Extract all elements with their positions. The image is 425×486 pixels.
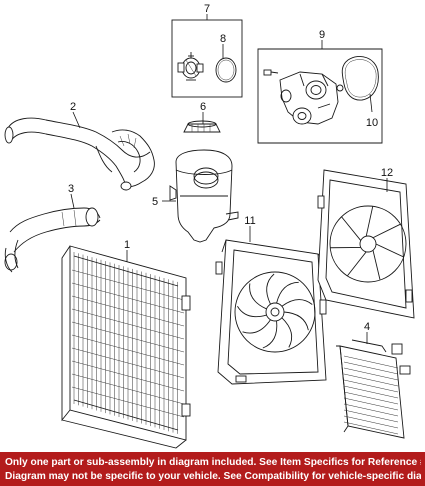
fan: [234, 271, 316, 353]
radiator-fin-row: [71, 321, 185, 353]
fan-blade: [262, 320, 278, 349]
fan-blade: [242, 319, 271, 334]
thermostat-group: [171, 14, 243, 98]
callout-5: 5: [152, 196, 158, 208]
aux-cooler-fin: [343, 421, 399, 435]
aux-cooler-fin: [343, 361, 399, 375]
o-ring-8: [215, 57, 237, 83]
radiator-fin-row: [71, 282, 185, 314]
callout-6: 6: [200, 101, 206, 113]
disclaimer-line-2: Diagram may not be specific to your vehi…: [5, 471, 421, 482]
fan-shroud: [215, 226, 327, 385]
shroud-spoke: [346, 251, 367, 277]
fan-blade: [249, 283, 267, 310]
radiator-fin-row: [71, 269, 185, 301]
parts-diagram: 7 8 9 10 2 6 3 5 12 11 1 4: [4, 3, 415, 449]
callout-3: 3: [68, 183, 74, 195]
radiator-fin-row: [71, 308, 185, 340]
fan-blade: [281, 317, 293, 348]
aux-cooler-fin: [343, 403, 399, 417]
gasket-10: [341, 56, 379, 101]
aux-cooler-fin: [343, 355, 399, 369]
aux-cooler-fin: [343, 385, 399, 399]
shroud-spoke: [372, 250, 381, 281]
radiator-fin-row: [71, 386, 185, 418]
fan-blade: [276, 281, 299, 304]
aux-cooler-fin: [343, 391, 399, 405]
fan-blade: [237, 306, 267, 318]
expansion-tank: [162, 149, 239, 243]
callout-4: 4: [364, 321, 370, 333]
thermostat: [177, 52, 204, 81]
radiator-fin-row: [71, 334, 185, 366]
disclaimer-line-1: Only one part or sub-assembly in diagram…: [5, 457, 421, 468]
thermostat-box: [171, 19, 243, 98]
radiator-fin-row: [71, 360, 185, 392]
aux-cooler-fin: [343, 415, 399, 429]
water-pump-box: [257, 48, 383, 144]
shroud-spoke: [375, 243, 404, 258]
radiator-fin-row: [71, 295, 185, 327]
shroud-spoke: [341, 216, 362, 241]
auxiliary-cooler: [336, 332, 411, 439]
callout-8: 8: [220, 33, 226, 45]
callout-9: 9: [319, 29, 325, 41]
callout-1: 1: [124, 239, 130, 251]
bolt: [263, 69, 279, 76]
callout-2: 2: [70, 101, 76, 113]
callout-12: 12: [381, 167, 393, 179]
fan-shroud-12: [317, 169, 415, 319]
upper-hose: [4, 111, 155, 191]
water-pump: [279, 71, 344, 125]
aux-cooler-fin: [343, 373, 399, 387]
callout-10: 10: [366, 117, 378, 129]
callout-7: 7: [204, 3, 210, 15]
radiator-fin-row: [71, 347, 185, 379]
shroud-spoke: [372, 223, 401, 239]
radiator-fin-row: [71, 373, 185, 405]
aux-cooler-fin: [343, 409, 399, 423]
radiator: [61, 245, 191, 449]
aux-cooler-fin: [343, 379, 399, 393]
shroud-spoke: [365, 206, 374, 237]
fan-blade: [281, 299, 313, 307]
expansion-tank-cap: [183, 112, 221, 133]
fan-blade: [266, 273, 275, 305]
aux-cooler-fin: [343, 397, 399, 411]
aux-cooler-fin: [343, 367, 399, 381]
fan-blade: [283, 311, 309, 331]
water-pump-group: [257, 40, 383, 144]
callout-11: 11: [244, 215, 255, 227]
lower-hose: [4, 193, 101, 273]
disclaimer-banner: Only one part or sub-assembly in diagram…: [0, 452, 425, 486]
